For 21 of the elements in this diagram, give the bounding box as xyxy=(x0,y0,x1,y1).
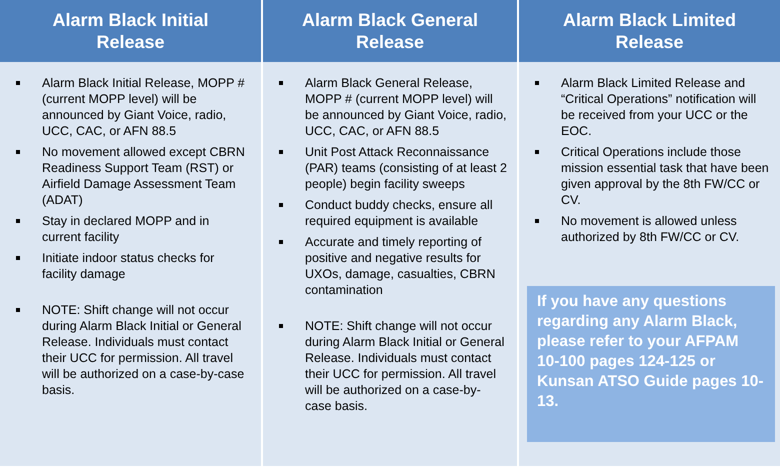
column-panel xyxy=(519,0,780,466)
bullet-text: Accurate and timely reporting of positive and negative results for UXOs, damage, casualties, CBRN contamination xyxy=(304,234,496,298)
column-panel xyxy=(0,0,261,466)
column-header: Alarm Black Initial Release xyxy=(0,0,261,62)
bullet-text: Unit Post Attack Reconnaissance (PAR) teams (consisting of at least 2 people) begin facility sweeps xyxy=(304,144,507,192)
bullet-text: Alarm Black General Release, MOPP # (current MOPP level) will be announced by Giant Voice, radio, UCC, CAC, or AFN 88.5 xyxy=(304,75,507,139)
bullet-text: NOTE: Shift change will not occur during Alarm Black Initial or General Release. Individuals must contact their UCC for permission. All travel will be authorized on a case-by-case basis. xyxy=(41,302,246,398)
column-panel xyxy=(263,0,517,466)
bullet-text: No movement is allowed unless authorized by 8th FW/CC or CV. xyxy=(560,213,740,245)
bullet-text: Alarm Black Initial Release, MOPP # (current MOPP level) will be announced by Giant Voice, radio, UCC, CAC, or AFN 88.5 xyxy=(41,75,246,139)
bullet-text: Critical Operations include those mission essential task that have been given approval by the 8th FW/CC or CV. xyxy=(560,144,770,208)
bullet-text: Alarm Black Limited Release and “Critical Operations” notification will be received from your UCC or the EOC. xyxy=(560,75,758,139)
column-header: Alarm Black Limited Release xyxy=(519,0,780,62)
bullet-text: Initiate indoor status checks for facility damage xyxy=(41,250,216,282)
callout-box xyxy=(527,286,775,442)
callout-text: If you have any questions regarding any Alarm Black, please refer to your AFPAM 10-100 pages 124-125 or Kunsan ATSO Guide pages 10-13. xyxy=(537,292,765,412)
column-header: Alarm Black General Release xyxy=(263,0,517,62)
bullet-text: NOTE: Shift change will not occur during Alarm Black Initial or General Release. Individuals must contact their UCC for permission. All travel will be authorized on a case-by-case basis. xyxy=(304,318,506,414)
bullet-text: Conduct buddy checks, ensure all required equipment is available xyxy=(304,197,494,229)
bullet-text: No movement allowed except CBRN Readiness Support Team (RST) or Airfield Damage Assessment Team (ADAT) xyxy=(41,144,246,208)
bullet-text: Stay in declared MOPP and in current facility xyxy=(41,213,210,245)
